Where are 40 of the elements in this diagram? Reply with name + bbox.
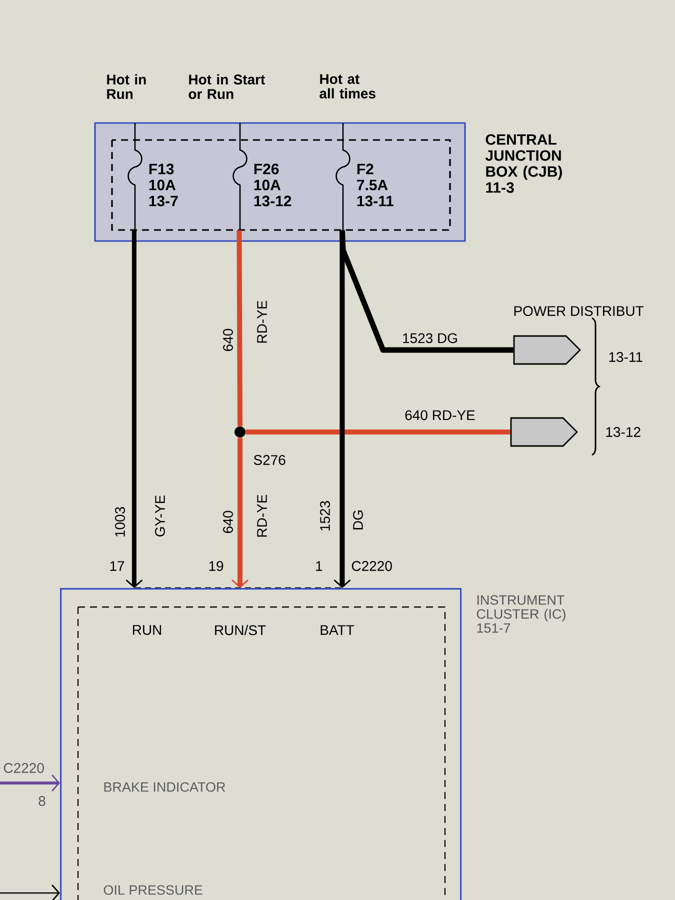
wire-code: 640 [223, 510, 233, 533]
wire-code: GY-YE [155, 495, 165, 536]
connector-label: C2220 [352, 561, 392, 571]
pin-name: RUN/ST [215, 624, 266, 636]
wire-code: RD-YE [257, 300, 267, 343]
wire [0, 884, 60, 900]
wire [246, 430, 510, 434]
wire [126, 230, 143, 588]
supply-label: Hot in Start or Run [188, 74, 265, 99]
connector-label: 13-11 [609, 352, 642, 362]
section-heading: POWER DISTRIBUT [514, 306, 644, 316]
wire-label: 1523 DG [403, 333, 457, 344]
wire-label: 640 RD-YE [405, 410, 475, 420]
connector-label: S276 [254, 455, 286, 465]
wire [236, 230, 242, 426]
supply-label: Hot at all times [320, 74, 376, 98]
circuit-label: BRAKE INDICATOR [104, 782, 226, 792]
pin-number: 17 [110, 561, 124, 571]
pin-number: 8 [38, 796, 46, 806]
wire [334, 230, 351, 588]
pin-name: RUN [132, 625, 162, 635]
wire [232, 438, 248, 588]
circuit-label: OIL PRESSURE [104, 885, 202, 895]
wire-code: 1003 [115, 507, 125, 537]
wire-code: 640 [223, 328, 233, 351]
connector-label: C2220 [4, 763, 44, 773]
fuse-label: F26 10A 13-12 [254, 164, 292, 206]
supply-label: Hot in Run [107, 74, 146, 99]
wire-code: DG [353, 510, 363, 530]
wire [0, 774, 60, 792]
node-label: CENTRAL JUNCTION BOX (CJB) 11-3 [485, 134, 562, 193]
pin-number: 19 [209, 561, 224, 571]
connector-label: 13-12 [606, 427, 640, 437]
pin-number: 1 [316, 561, 322, 571]
pin-name: BATT [320, 625, 354, 635]
wire-code: RD-YE [257, 494, 267, 537]
node-label: INSTRUMENT CLUSTER (IC) 151-7 [476, 595, 566, 633]
fuse-label: F2 7.5A 13-11 [357, 164, 394, 206]
fuse-label: F13 10A 13-7 [149, 164, 178, 206]
wire-code: 1523 [320, 501, 330, 531]
